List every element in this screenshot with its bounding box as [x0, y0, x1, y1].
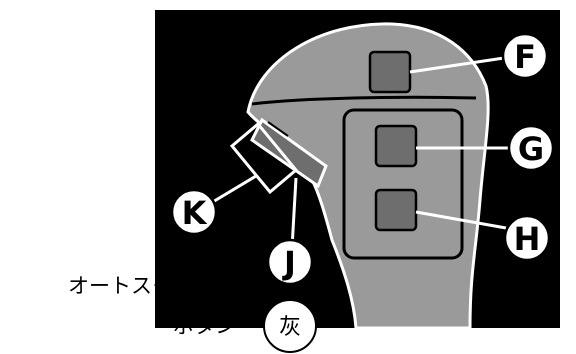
callout-f-circle [501, 32, 549, 80]
auto-standby-label-line1: オートスタンバイ [68, 274, 236, 298]
leader-h [415, 210, 507, 230]
leader-j [290, 177, 298, 249]
callout-j: J [282, 244, 296, 282]
cap-line [251, 95, 477, 106]
k-bracket [229, 121, 299, 195]
trigger-detail [267, 121, 289, 137]
callout-j-circle [266, 238, 314, 286]
button-g [374, 124, 418, 168]
leader-f [409, 56, 505, 74]
auto-standby-label-line2: ボタン [173, 314, 236, 338]
color-word-circle [263, 299, 317, 353]
side-trigger [250, 117, 328, 189]
callout-g-circle [507, 124, 555, 172]
callout-k-circle [170, 188, 218, 236]
callout-k: K [182, 194, 208, 232]
callout-f: F [514, 38, 536, 76]
callout-g: G [518, 130, 544, 168]
callout-h-circle [503, 214, 551, 262]
color-word: 灰 [279, 315, 301, 340]
callout-h: H [514, 220, 541, 258]
button-f [368, 50, 412, 94]
button-h [374, 188, 418, 232]
